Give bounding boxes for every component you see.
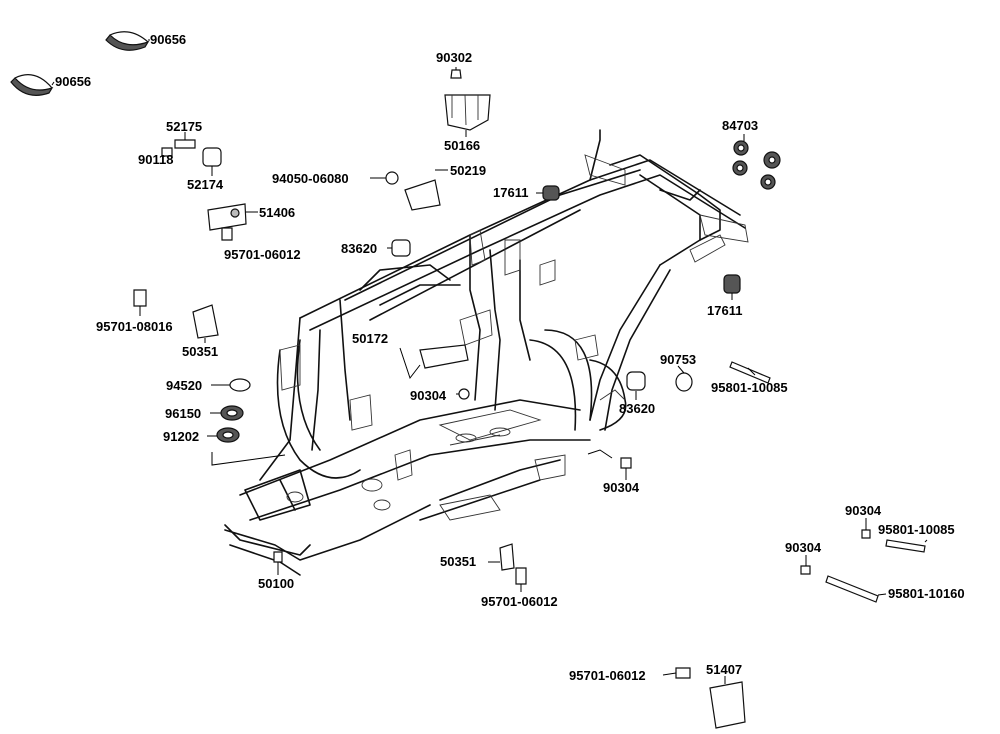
callout-label: 83620 bbox=[341, 241, 377, 256]
callout-label: 51406 bbox=[259, 205, 295, 220]
bracket-50172 bbox=[419, 344, 469, 369]
callout-label: 52174 bbox=[187, 177, 224, 192]
callout-label: 50100 bbox=[258, 576, 294, 591]
callout-label: 95701-06012 bbox=[569, 668, 646, 683]
bracket-51406 bbox=[207, 203, 247, 231]
bracket-50351-b bbox=[499, 543, 515, 571]
damper-17611-right bbox=[723, 274, 741, 294]
callout-label: 94050-06080 bbox=[272, 171, 349, 186]
bracket-50351-a bbox=[192, 304, 219, 339]
bracket-51407 bbox=[709, 681, 746, 729]
main-frame bbox=[224, 129, 749, 576]
callout-label: 90304 bbox=[785, 540, 822, 555]
strap-clamp-upper bbox=[105, 34, 150, 51]
nut-90304-d bbox=[800, 565, 811, 575]
leader-lines bbox=[51, 39, 928, 684]
collar-90753 bbox=[675, 372, 693, 392]
bolt-95801-10160 bbox=[825, 575, 879, 603]
loose-parts bbox=[10, 31, 926, 729]
callout-label: 50166 bbox=[444, 138, 480, 153]
callout-label: 91202 bbox=[163, 429, 199, 444]
callout-label: 52175 bbox=[166, 119, 202, 134]
bush-83620-right bbox=[626, 371, 646, 391]
bolt-95801-10085-b bbox=[885, 539, 926, 553]
bolt-95701-06012-b bbox=[515, 567, 527, 585]
callout-label: 50351 bbox=[440, 554, 476, 569]
strap-clamp-lower bbox=[10, 77, 54, 96]
callout-label: 95701-06012 bbox=[481, 594, 558, 609]
callout-label: 90302 bbox=[436, 50, 472, 65]
callout-label: 90656 bbox=[55, 74, 91, 89]
nut-94050-06080 bbox=[385, 171, 399, 185]
bolt-95701-06012-a bbox=[221, 227, 233, 241]
nut-90304-a bbox=[458, 388, 470, 400]
damper-17611-top bbox=[542, 185, 560, 201]
bush-52174 bbox=[202, 147, 222, 167]
bracket-50219 bbox=[404, 179, 441, 211]
callout-label: 50351 bbox=[182, 344, 218, 359]
callout-label: 95701-06012 bbox=[224, 247, 301, 262]
callout-label: 50219 bbox=[450, 163, 486, 178]
callout-label: 95801-10160 bbox=[888, 586, 965, 601]
callout-label: 90304 bbox=[603, 480, 640, 495]
pin-52175 bbox=[174, 139, 196, 149]
nut-90304-b bbox=[620, 457, 632, 469]
bush-83620-top bbox=[391, 239, 411, 257]
callout-label: 90304 bbox=[410, 388, 447, 403]
callout-labels: 90656 90656 90302 50166 52175 90118 5217… bbox=[55, 32, 965, 683]
callout-label: 95801-10085 bbox=[878, 522, 955, 537]
callout-label: 90656 bbox=[150, 32, 186, 47]
callout-label: 95801-10085 bbox=[711, 380, 788, 395]
callout-label: 90753 bbox=[660, 352, 696, 367]
callout-label: 96150 bbox=[165, 406, 201, 421]
callout-label: 90304 bbox=[845, 503, 882, 518]
callout-label: 50172 bbox=[352, 331, 388, 346]
callout-label: 83620 bbox=[619, 401, 655, 416]
callout-label: 90118 bbox=[138, 152, 173, 167]
bolt-90302 bbox=[450, 69, 462, 79]
bolt-90118 bbox=[161, 147, 173, 157]
circlip-94520 bbox=[229, 378, 251, 392]
bracket-50166 bbox=[444, 94, 491, 131]
callout-label: 51407 bbox=[706, 662, 742, 677]
nut-90304-c bbox=[861, 529, 871, 539]
callout-label: 17611 bbox=[707, 303, 742, 318]
bolt-95801-10085-a bbox=[729, 361, 771, 384]
callout-label: 17611 bbox=[493, 185, 528, 200]
bolt-95701-06012-c bbox=[675, 667, 691, 679]
callout-label: 84703 bbox=[722, 118, 758, 133]
callout-label: 95701-08016 bbox=[96, 319, 173, 334]
bolt-95701-08016 bbox=[133, 289, 147, 307]
callout-label: 94520 bbox=[166, 378, 202, 393]
bolt-50100 bbox=[273, 551, 283, 563]
